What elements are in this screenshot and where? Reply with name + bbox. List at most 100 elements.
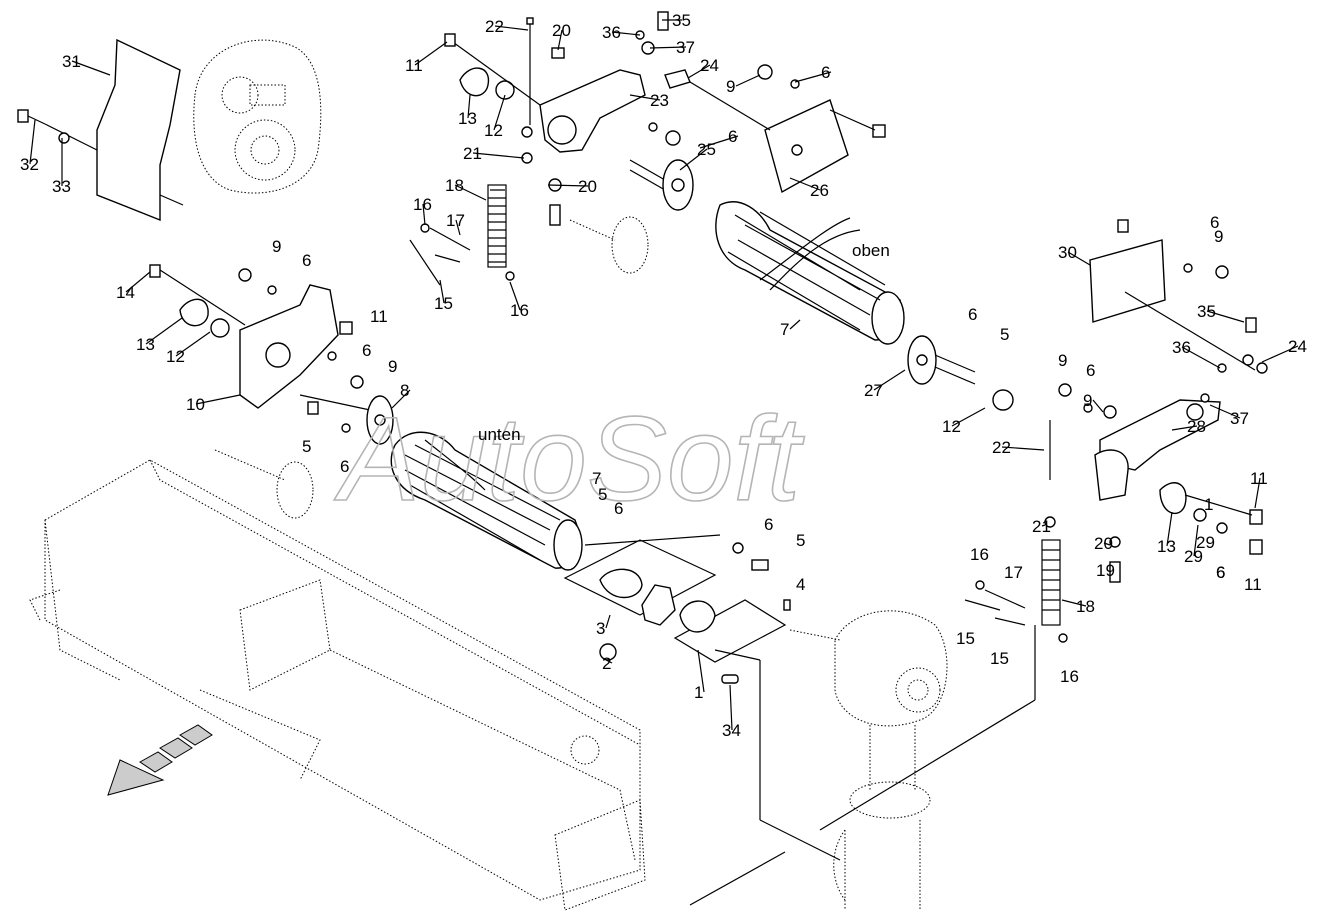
callout-leader — [414, 41, 448, 66]
callout-leader — [175, 331, 211, 357]
callout-15: 15 — [990, 649, 1009, 668]
callout-leader — [687, 64, 711, 79]
callout-leader — [439, 279, 445, 304]
callout-leader — [391, 389, 411, 409]
callout-1: 1 — [694, 683, 703, 702]
callout-9: 9 — [1214, 227, 1223, 246]
callout-11: 11 — [1244, 575, 1262, 594]
callout-leader — [794, 71, 832, 83]
callout-36: 36 — [1172, 338, 1191, 357]
flange-shaft-8 — [214, 394, 394, 519]
callout-leader — [1261, 345, 1299, 363]
callout-leader — [1103, 542, 1111, 546]
callout-6: 6 — [302, 251, 311, 270]
callout-6: 6 — [764, 515, 773, 534]
callout-leader — [1092, 399, 1104, 413]
callout-15: 15 — [956, 629, 975, 648]
callout-9: 9 — [388, 357, 397, 376]
callout-leader — [1254, 477, 1261, 509]
spring-18-top — [487, 184, 515, 281]
callout-25: 25 — [697, 140, 716, 159]
callout-leader — [629, 94, 661, 101]
callout-leader — [699, 135, 739, 149]
left-plate-10 — [149, 264, 364, 409]
callout-leader — [729, 684, 733, 731]
upper-bearing-assembly — [444, 11, 886, 226]
callout-6: 6 — [821, 63, 830, 82]
callout-leader — [1206, 310, 1245, 323]
callout-6: 6 — [1216, 563, 1225, 582]
pin-17-right — [964, 580, 1026, 626]
callout-6: 6 — [968, 305, 977, 324]
callout-33: 33 — [52, 177, 71, 196]
callout-leader — [509, 281, 521, 311]
callout-29: 29 — [1196, 533, 1215, 552]
direction-arrow — [107, 724, 213, 796]
callout-leader — [679, 148, 708, 171]
callout-17: 17 — [446, 211, 465, 230]
callout-18: 18 — [445, 176, 464, 195]
callout-9: 9 — [726, 77, 735, 96]
callout-12: 12 — [484, 121, 503, 140]
callout-12: 12 — [166, 347, 185, 366]
callout-16: 16 — [970, 545, 989, 564]
callout-leader — [649, 46, 687, 49]
callout-leader — [494, 25, 529, 31]
callout-leader — [789, 319, 801, 330]
callout-11: 11 — [370, 307, 388, 326]
callout-leader — [145, 317, 183, 345]
callout-20: 20 — [552, 21, 571, 40]
callout-leader — [71, 60, 111, 76]
callout-leader — [1061, 599, 1087, 607]
callout-leader — [29, 119, 36, 165]
callout-leader — [605, 614, 611, 629]
callout-leader — [789, 177, 821, 191]
callout-leader — [467, 94, 471, 119]
callout-24: 24 — [1288, 337, 1307, 356]
callout-6: 6 — [614, 499, 623, 518]
callout-5: 5 — [302, 437, 311, 456]
callout-6: 6 — [1086, 361, 1095, 380]
callout-5: 5 — [796, 531, 805, 550]
watermark: AutoSoft — [334, 392, 805, 526]
callout-leader — [454, 184, 487, 201]
callout-21: 21 — [463, 144, 482, 163]
leader-bottom-1 — [689, 851, 786, 906]
flange-shaft-25 — [569, 159, 694, 274]
callout-15: 15 — [434, 294, 453, 313]
gearbox-bottom-right — [789, 610, 948, 910]
callout-13: 13 — [136, 335, 155, 354]
callout-leader — [873, 369, 906, 391]
callout-16: 16 — [413, 195, 432, 214]
right-plate-30 — [1089, 219, 1256, 371]
callout-leader — [697, 649, 705, 693]
callout-7: 7 — [592, 469, 601, 488]
callout-6: 6 — [1216, 563, 1225, 582]
pin-17-top — [409, 223, 471, 286]
callout-leader — [1209, 404, 1241, 419]
callout-leader — [1166, 511, 1173, 547]
cover-plate-31 — [96, 38, 184, 222]
callout-21: 21 — [1032, 517, 1051, 536]
callout-9: 9 — [1083, 391, 1092, 410]
callout-11: 11 — [405, 56, 423, 75]
callout-leader — [472, 152, 525, 159]
label-oben: oben — [852, 241, 890, 260]
callout-27: 27 — [864, 381, 883, 400]
callout-leader — [455, 219, 461, 236]
callout-14: 14 — [116, 283, 135, 302]
right-bearing-13 — [1159, 482, 1263, 555]
callout-12: 12 — [942, 417, 961, 436]
leader-bottom-2 — [819, 699, 1036, 831]
callout-24: 24 — [700, 56, 719, 75]
callout-6: 6 — [362, 341, 371, 360]
callout-26: 26 — [810, 181, 829, 200]
callout-22: 22 — [992, 438, 1011, 457]
flange-27 — [907, 335, 976, 385]
callout-leader — [547, 184, 589, 187]
callout-7: 7 — [780, 320, 789, 339]
callout-36: 36 — [602, 23, 621, 42]
right-bracket-28 — [992, 317, 1268, 501]
